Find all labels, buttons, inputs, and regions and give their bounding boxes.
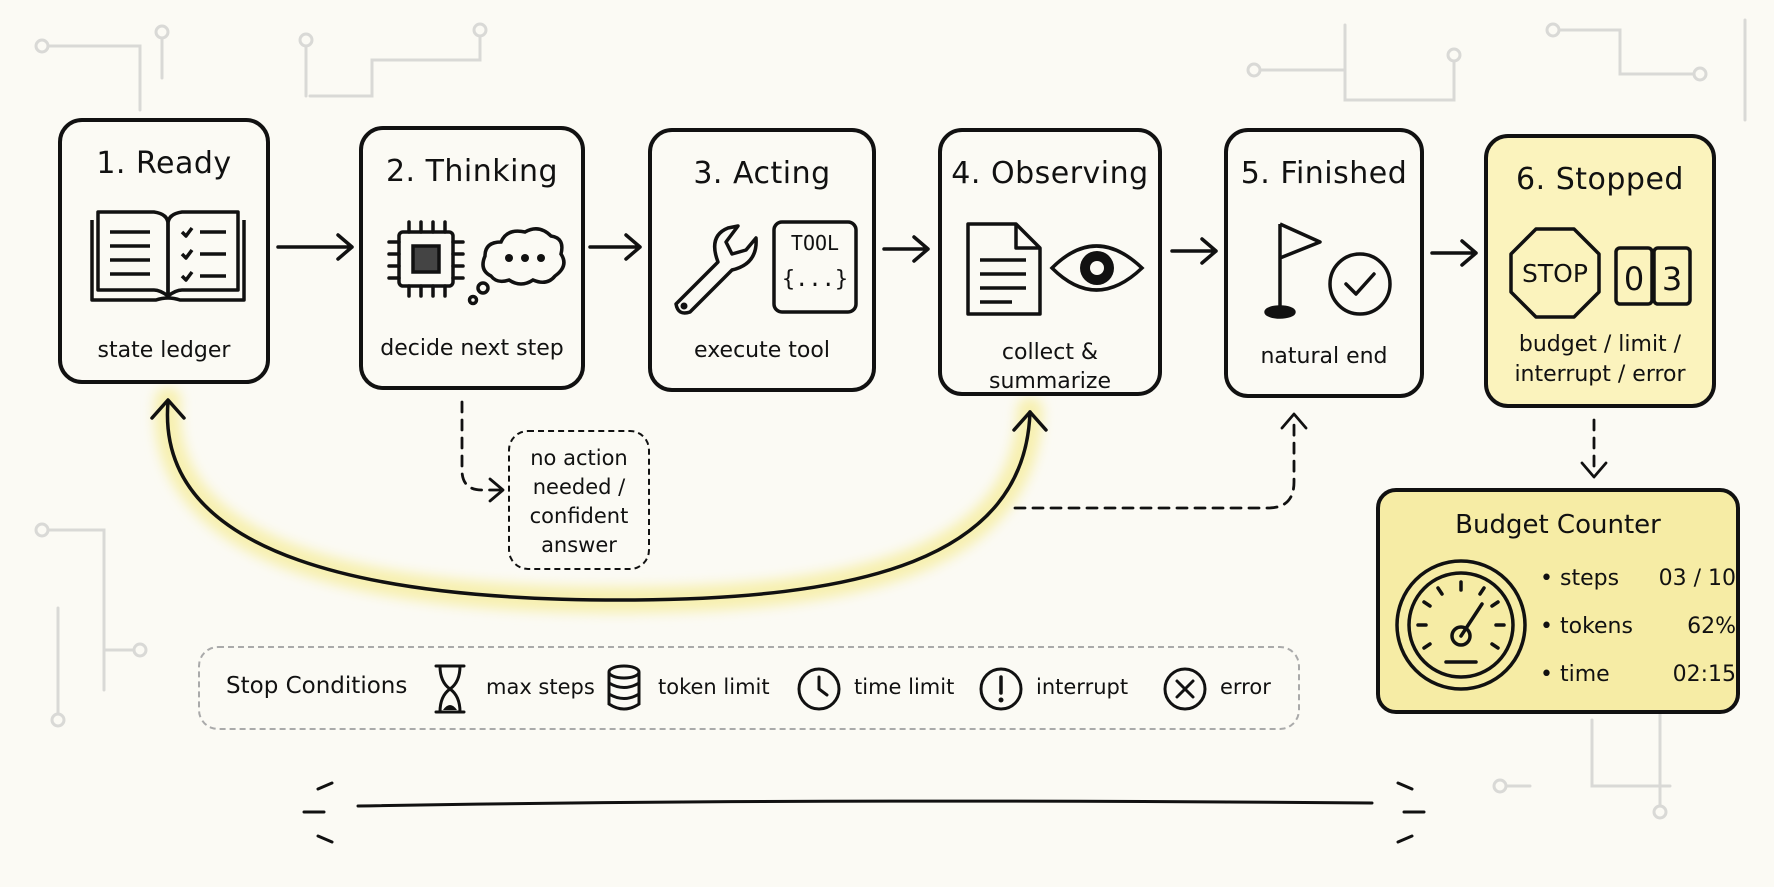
hourglass-icon <box>434 664 466 714</box>
stop-condition-label: error <box>1220 675 1271 699</box>
tool-card-line2: {...} <box>782 267 848 292</box>
arrow-finished-stopped <box>1430 239 1478 267</box>
clock-icon <box>797 667 841 711</box>
arrow-acting-observing <box>882 235 930 263</box>
node-acting-caption: execute tool <box>694 338 830 363</box>
flag-icon <box>1264 222 1392 319</box>
note-line: confident <box>529 504 629 528</box>
node-thinking-caption: decide next step <box>380 336 564 361</box>
stop-condition-label: time limit <box>854 675 955 699</box>
tool-card-line1: TOOL <box>791 231 839 255</box>
node-stopped-caption-line2: interrupt / error <box>1514 362 1686 387</box>
eye-icon <box>1049 244 1145 292</box>
gauge-icon <box>1395 559 1527 691</box>
dashed-observing-finished <box>1013 418 1296 510</box>
counter-digit-1: 0 <box>1624 260 1644 298</box>
cpu-chip-icon <box>387 220 566 306</box>
node-acting-title: 3. Acting <box>693 156 831 191</box>
stop-conditions-title: Stop Conditions <box>226 673 408 699</box>
x-circle-icon <box>1163 667 1207 711</box>
budget-counter-panel: Budget Counter • steps 03 / 10 • tokens … <box>1376 488 1740 714</box>
budget-row-value: 62% <box>1687 614 1736 639</box>
node-ready-title: 1. Ready <box>96 146 232 181</box>
node-stopped-title: 6. Stopped <box>1516 162 1684 197</box>
thought-bubble-icon <box>467 227 566 306</box>
counter-digit-2: 3 <box>1662 260 1682 298</box>
node-observing-title: 4. Observing <box>951 156 1149 191</box>
node-thinking: 2. Thinking decide next step <box>359 126 585 390</box>
budget-row-label: • tokens <box>1540 614 1633 639</box>
check-circle-icon <box>1328 252 1392 316</box>
stop-conditions-legend: Stop Conditions max steps token limit ti… <box>198 646 1300 730</box>
note-line: no action <box>530 446 628 470</box>
node-finished-caption: natural end <box>1260 344 1388 369</box>
note-line: answer <box>541 533 617 557</box>
loop-arrow <box>165 400 1032 602</box>
stop-sign-icon: STOP <box>1509 227 1601 319</box>
no-action-note: no action needed / confident answer <box>508 430 650 570</box>
node-observing-caption: collect & summarize <box>989 340 1111 394</box>
counter-icon: 0 3 <box>1614 246 1692 306</box>
database-icon <box>607 664 641 711</box>
node-stopped: 6. Stopped STOP 0 3 budget / limit / int… <box>1484 134 1716 408</box>
tool-card-icon: TOOL {...} <box>772 220 858 314</box>
node-ready: 1. Ready state ledger <box>58 118 270 384</box>
open-book-icon <box>90 210 246 302</box>
budget-row-value: 03 / 10 <box>1658 566 1736 591</box>
arrow-observing-finished <box>1170 237 1218 265</box>
budget-row-value: 02:15 <box>1672 662 1736 687</box>
loop-arrowhead-observing <box>1012 410 1048 432</box>
node-stopped-caption-line1: budget / limit / <box>1518 332 1682 357</box>
node-acting: 3. Acting TOOL {...} execute tool <box>648 128 876 392</box>
dashed-thinking-note <box>460 400 502 492</box>
loop-arrowhead-ready <box>150 398 186 420</box>
stop-condition-label: token limit <box>658 675 770 699</box>
node-thinking-title: 2. Thinking <box>385 154 559 189</box>
budget-counter-title: Budget Counter <box>1455 510 1661 540</box>
node-ready-caption: state ledger <box>97 338 231 363</box>
document-icon <box>966 222 1042 316</box>
arrow-thinking-acting <box>588 233 642 261</box>
wrench-icon <box>674 224 758 315</box>
budget-row-label: • time <box>1540 662 1610 687</box>
exclamation-circle-icon <box>979 667 1023 711</box>
node-finished-title: 5. Finished <box>1240 156 1408 191</box>
arrow-ready-thinking <box>276 233 354 261</box>
stop-condition-label: max steps <box>486 675 595 699</box>
stop-sign-text: STOP <box>1522 259 1588 288</box>
budget-row-label: • steps <box>1540 566 1620 591</box>
slider-bar <box>302 781 1426 844</box>
node-observing: 4. Observing collect & summarize <box>938 128 1162 396</box>
note-line: needed / <box>532 475 626 499</box>
stop-condition-label: interrupt <box>1036 675 1129 699</box>
node-finished: 5. Finished natural end <box>1224 128 1424 398</box>
